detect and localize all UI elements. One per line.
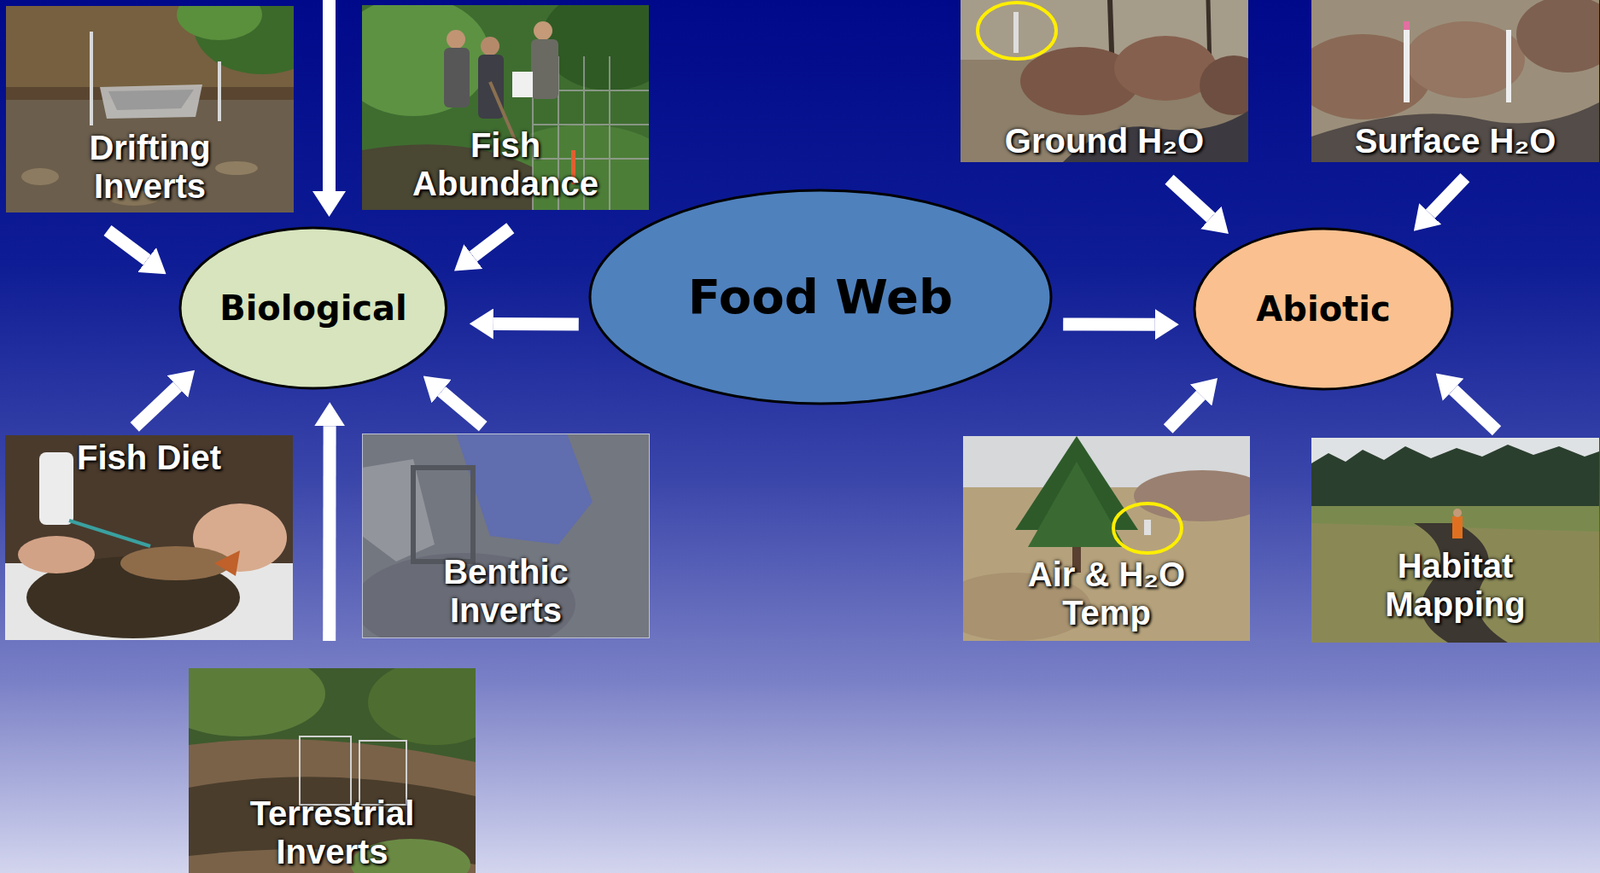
photo-tile: Surface H₂O	[1311, 0, 1600, 163]
surface-water-photo-part	[1403, 21, 1410, 103]
drift-photo-part	[108, 89, 194, 111]
ground-water-photo-part	[1199, 55, 1268, 116]
oval-fill	[589, 190, 1052, 404]
arrow-head	[312, 191, 346, 217]
surface-water-photo	[1294, 0, 1600, 163]
fish-abundance-photo-part-part	[532, 157, 649, 160]
habitat-photo-part	[1453, 508, 1462, 518]
habitat-photo-part	[1311, 437, 1600, 643]
fish-abundance-photo-part	[443, 47, 470, 108]
air-temp-photo	[937, 436, 1271, 642]
benthic-photo-part	[362, 433, 650, 639]
photo-tile: Air & H₂O Temp	[963, 436, 1250, 642]
air-temp-photo-part	[1144, 519, 1151, 536]
fish-diet-photo	[5, 435, 293, 641]
fish-diet-photo-part	[17, 536, 95, 574]
air-temp-photo-part	[1027, 461, 1126, 548]
terrestrial-photo-part	[367, 659, 505, 746]
photo-caption: Terrestrial Inverts	[233, 794, 431, 872]
oval-label: Biological	[219, 289, 408, 328]
habitat-photo	[1311, 437, 1600, 643]
photo-caption: Drifting Inverts	[60, 128, 240, 206]
category-oval: Abiotic	[1192, 227, 1455, 392]
photo-tile: Habitat Mapping	[1311, 437, 1600, 643]
fish-diet-photo-part	[39, 452, 74, 526]
photo-tile: Fish Diet	[5, 435, 293, 641]
flow-arrow	[1167, 395, 1201, 429]
connectors	[107, 177, 1497, 642]
ground-water-photo-part	[977, 2, 1057, 59]
flow-arrow	[322, 426, 336, 642]
fish-diet-photo-part	[214, 550, 240, 577]
photo-tile: Benthic Inverts	[362, 433, 650, 639]
air-temp-photo-part	[1133, 470, 1271, 522]
photo-caption: Fish Diet	[76, 438, 222, 478]
photo-caption: Benthic Inverts	[420, 553, 592, 631]
fish-abundance-photo-part-part	[608, 56, 611, 211]
air-temp-photo-part	[1113, 503, 1182, 554]
benthic-photo-part	[362, 433, 650, 639]
photo-tile: Ground H₂O	[960, 0, 1249, 163]
fish-abundance-photo-part	[531, 39, 559, 100]
fish-abundance-photo-part	[336, 0, 491, 117]
terrestrial-photo-part-part	[299, 736, 351, 806]
photo-caption: Air & H₂O Temp	[1012, 555, 1201, 633]
photo-tile: Drifting Inverts	[5, 5, 294, 213]
terrestrial-photo-part	[154, 651, 326, 737]
fish-abundance-photo-part	[512, 71, 533, 98]
flow-arrow	[1062, 318, 1156, 332]
oval-fill	[180, 227, 447, 389]
surface-water-photo-part	[1516, 0, 1600, 73]
arrow-shaft	[322, 0, 336, 193]
category-oval: Biological	[178, 226, 449, 391]
flow-arrow	[134, 386, 178, 427]
fish-abundance-photo-part	[446, 29, 466, 49]
flow-arrow	[1169, 179, 1212, 218]
drift-photo-part	[176, 0, 263, 41]
photo-caption: Fish Abundance	[402, 126, 608, 204]
free-arrow	[312, 0, 346, 217]
photo-caption: Ground H₂O	[1004, 122, 1204, 161]
oval-fill	[1194, 228, 1453, 390]
surface-water-photo-part	[1311, 102, 1600, 163]
flow-arrow	[1430, 177, 1466, 215]
terrestrial-photo	[154, 651, 505, 873]
photo-tile: Terrestrial Inverts	[188, 668, 476, 873]
photo-caption: Habitat Mapping	[1370, 547, 1542, 625]
oval-label: Abiotic	[1255, 290, 1390, 328]
flow-arrow	[493, 317, 579, 331]
drift-photo-part	[99, 84, 203, 119]
habitat-photo-part	[1311, 444, 1600, 507]
surface-water-photo-part	[1506, 29, 1512, 103]
drift-photo	[5, 0, 331, 213]
central-oval: Food Web	[588, 188, 1053, 406]
drift-photo-part	[217, 61, 222, 122]
drift-photo-part	[21, 168, 59, 186]
flow-arrow	[107, 230, 147, 260]
surface-water-photo-part	[1403, 21, 1410, 30]
oval-label: Food Web	[688, 270, 953, 324]
photo-caption: Surface H₂O	[1354, 122, 1557, 161]
flow-arrow	[1453, 390, 1497, 432]
fish-diet-photo-part	[5, 435, 293, 641]
ground-water-photo	[960, 0, 1268, 163]
terrestrial-photo-part	[299, 736, 407, 806]
ground-water-photo-part	[1013, 11, 1019, 53]
drift-photo-part	[215, 161, 258, 176]
drift-photo-part	[89, 31, 94, 126]
fish-abundance-photo-part-part	[532, 123, 649, 126]
photo-tile: Fish Abundance	[362, 5, 649, 211]
benthic-photo-part	[362, 434, 650, 639]
habitat-photo-part	[1452, 516, 1463, 539]
benthic-photo	[353, 433, 650, 656]
flow-arrow	[441, 391, 484, 427]
fish-abundance-photo	[336, 0, 678, 228]
flow-arrow	[472, 227, 511, 257]
fish-abundance-photo-part	[480, 36, 500, 56]
fish-abundance-photo-part	[533, 21, 553, 41]
